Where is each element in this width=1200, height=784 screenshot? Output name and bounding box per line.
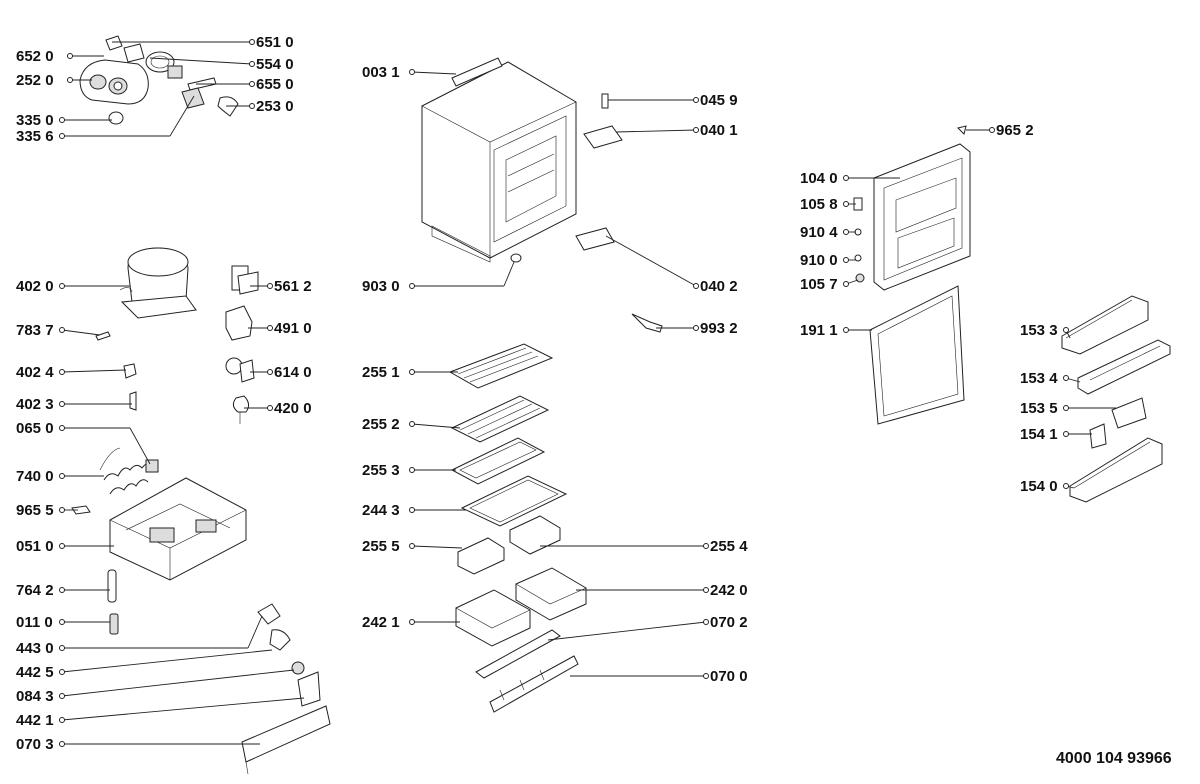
door-gasket: [869, 285, 965, 425]
label-442-1: 442 1: [16, 712, 54, 729]
refrigerator-door: [853, 125, 971, 291]
label-335-0: 335 0: [16, 112, 54, 129]
door-shelves: [1061, 295, 1171, 503]
label-253-0: 253 0: [256, 98, 294, 115]
label-003-1: 003 1: [362, 64, 400, 81]
label-255-2: 255 2: [362, 416, 400, 433]
crisper-drawers: [455, 515, 587, 647]
label-420-0: 420 0: [274, 400, 312, 417]
label-402-0: 402 0: [16, 278, 54, 295]
label-614-0: 614 0: [274, 364, 312, 381]
label-040-1: 040 1: [700, 122, 738, 139]
leader-end-dots: [59, 39, 1069, 747]
label-491-0: 491 0: [274, 320, 312, 337]
label-154-0: 154 0: [1020, 478, 1058, 495]
label-652-0: 652 0: [16, 48, 54, 65]
label-040-2: 040 2: [700, 278, 738, 295]
label-070-0: 070 0: [710, 668, 748, 685]
label-104-0: 104 0: [800, 170, 838, 187]
label-402-3: 402 3: [16, 396, 54, 413]
label-065-0: 065 0: [16, 420, 54, 437]
small-parts-lower-left: [107, 569, 331, 775]
label-051-0: 051 0: [16, 538, 54, 555]
label-443-0: 443 0: [16, 640, 54, 657]
label-105-8: 105 8: [800, 196, 838, 213]
label-965-2: 965 2: [996, 122, 1034, 139]
label-252-0: 252 0: [16, 72, 54, 89]
thermostat-housing-group: [79, 35, 239, 125]
label-740-0: 740 0: [16, 468, 54, 485]
label-655-0: 655 0: [256, 76, 294, 93]
label-154-1: 154 1: [1020, 426, 1058, 443]
label-335-6: 335 6: [16, 128, 54, 145]
label-993-2: 993 2: [700, 320, 738, 337]
label-903-0: 903 0: [362, 278, 400, 295]
document-number: 4000 104 93966: [1056, 750, 1172, 767]
label-402-4: 402 4: [16, 364, 54, 381]
label-783-7: 783 7: [16, 322, 54, 339]
label-554-0: 554 0: [256, 56, 294, 73]
glass-shelves: [448, 343, 568, 527]
label-255-5: 255 5: [362, 538, 400, 555]
label-910-4: 910 4: [800, 224, 838, 241]
front-strips: [475, 629, 579, 713]
label-011-0: 011 0: [16, 614, 53, 631]
label-244-3: 244 3: [362, 502, 400, 519]
hinges: [575, 93, 663, 333]
label-153-5: 153 5: [1020, 400, 1058, 417]
label-255-1: 255 1: [362, 364, 400, 381]
label-651-0: 651 0: [256, 34, 294, 51]
refrigerator-cabinet: [421, 57, 577, 263]
label-070-2: 070 2: [710, 614, 748, 631]
label-105-7: 105 7: [800, 276, 838, 293]
label-965-5: 965 5: [16, 502, 54, 519]
label-153-4: 153 4: [1020, 370, 1058, 387]
label-442-5: 442 5: [16, 664, 54, 681]
base-tray: [109, 477, 247, 581]
label-255-4: 255 4: [710, 538, 748, 555]
label-255-3: 255 3: [362, 462, 400, 479]
label-242-0: 242 0: [710, 582, 748, 599]
leader-lines: [61, 41, 1116, 745]
part-number-labels: 652 0 252 0 335 0 335 6 651 0 554 0 655 …: [16, 34, 1172, 767]
label-084-3: 084 3: [16, 688, 54, 705]
label-561-2: 561 2: [274, 278, 312, 295]
label-153-3: 153 3: [1020, 322, 1058, 339]
label-764-2: 764 2: [16, 582, 54, 599]
compressor-illustration: [119, 247, 197, 319]
label-242-1: 242 1: [362, 614, 400, 631]
label-191-1: 191 1: [800, 322, 838, 339]
label-910-0: 910 0: [800, 252, 838, 269]
label-045-9: 045 9: [700, 92, 738, 109]
label-070-3: 070 3: [16, 736, 54, 753]
